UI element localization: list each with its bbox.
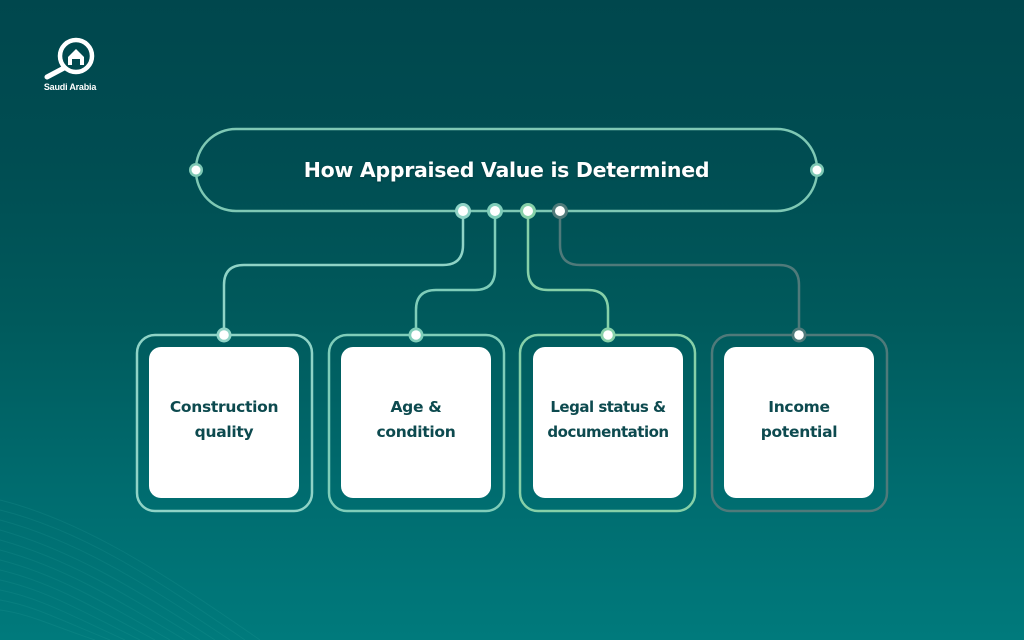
node-branch-1	[455, 203, 471, 219]
factor-card-label: Construction quality	[169, 398, 279, 441]
node-card-3	[600, 327, 616, 343]
magnifier-house-icon	[44, 37, 95, 80]
brand-logo[interactable]: Saudi Arabia	[40, 36, 100, 92]
connector-2	[414, 211, 497, 335]
node-branch-3	[520, 203, 536, 219]
node-card-2	[408, 327, 424, 343]
node-card-4	[791, 327, 807, 343]
diagram-title-text: How Appraised Value is Determined	[303, 157, 710, 182]
connector-1	[222, 211, 465, 335]
node-branch-2	[487, 203, 503, 219]
factor-card-label: Income potential	[760, 398, 838, 441]
diagram-title: How Appraised Value is Determined	[195, 128, 818, 211]
logo-region-label: Saudi Arabia	[43, 82, 97, 92]
factor-card-label: Age & condition	[376, 398, 456, 441]
factor-card-construction-quality: Construction quality	[149, 347, 299, 498]
factor-card-label: Legal status & documentation	[547, 398, 669, 441]
factor-card-income-potential: Income potential	[724, 347, 874, 498]
connector-4	[558, 211, 801, 335]
node-title-right	[810, 163, 824, 177]
connector-3	[526, 211, 610, 335]
factor-card-age-condition: Age & condition	[341, 347, 491, 498]
node-card-1	[216, 327, 232, 343]
factor-card-legal-status: Legal status & documentation	[533, 347, 683, 498]
node-title-left	[189, 163, 203, 177]
node-branch-4	[552, 203, 568, 219]
